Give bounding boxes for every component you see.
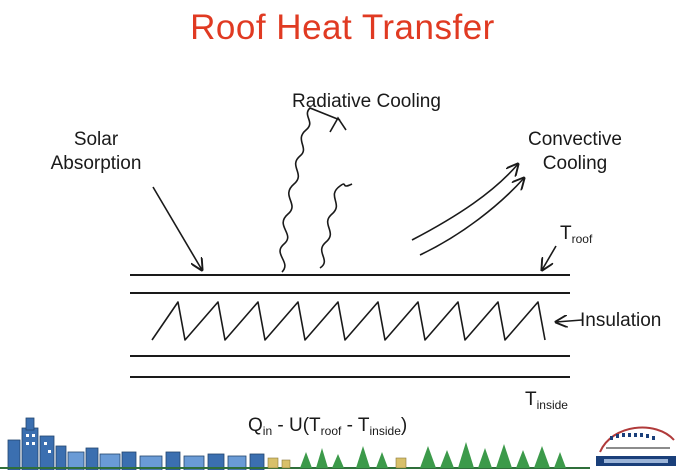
eq-minus: - T (341, 415, 370, 436)
insulation-arrow (556, 320, 583, 322)
t-inside-label: Tinside (525, 388, 568, 417)
insulation-label: Insulation (580, 310, 662, 331)
t-inside-symbol: T (525, 389, 537, 410)
t-inside-subscript: inside (536, 398, 568, 412)
radiative-wave-1-head (329, 116, 347, 133)
building-windows (26, 434, 51, 453)
eq-inside-sub: inside (369, 424, 401, 438)
convective-label-line1: Convective (528, 129, 622, 150)
city-buildings (7, 417, 265, 470)
footer-trees (300, 442, 566, 468)
solar-absorption-arrow (152, 186, 202, 270)
heat-flow-equation: Qin - U(Troof - Tinside) (248, 414, 407, 443)
eq-roof-sub: roof (320, 424, 342, 438)
eq-close: ) (400, 415, 408, 436)
t-roof-subscript: roof (571, 232, 593, 246)
eq-middle: - U(T (272, 415, 321, 436)
footer-houses (267, 457, 407, 469)
diagram-title: Roof Heat Transfer (190, 8, 495, 47)
convective-cooling-label: Convective Cooling (510, 128, 640, 176)
footer-skyline-graphic (0, 417, 676, 470)
lab-logo-icon (596, 426, 676, 466)
insulation-zigzag (151, 301, 546, 341)
radiative-cooling-label: Radiative Cooling (292, 91, 441, 112)
radiative-wave-2 (319, 183, 353, 269)
solar-label-line2: Absorption (50, 153, 142, 174)
eq-q: Q (248, 415, 263, 436)
radiative-wave-1 (279, 107, 341, 273)
solar-label-line1: Solar (73, 129, 119, 150)
t-roof-label: Troof (560, 222, 592, 251)
convective-label-line2: Cooling (542, 153, 608, 174)
t-roof-symbol: T (560, 223, 572, 244)
convective-arrow-inner (419, 178, 524, 256)
convective-arrow-outer (411, 164, 518, 241)
solar-absorption-label: Solar Absorption (36, 128, 156, 176)
t-roof-arrow (542, 245, 557, 270)
eq-q-sub: in (262, 424, 273, 438)
